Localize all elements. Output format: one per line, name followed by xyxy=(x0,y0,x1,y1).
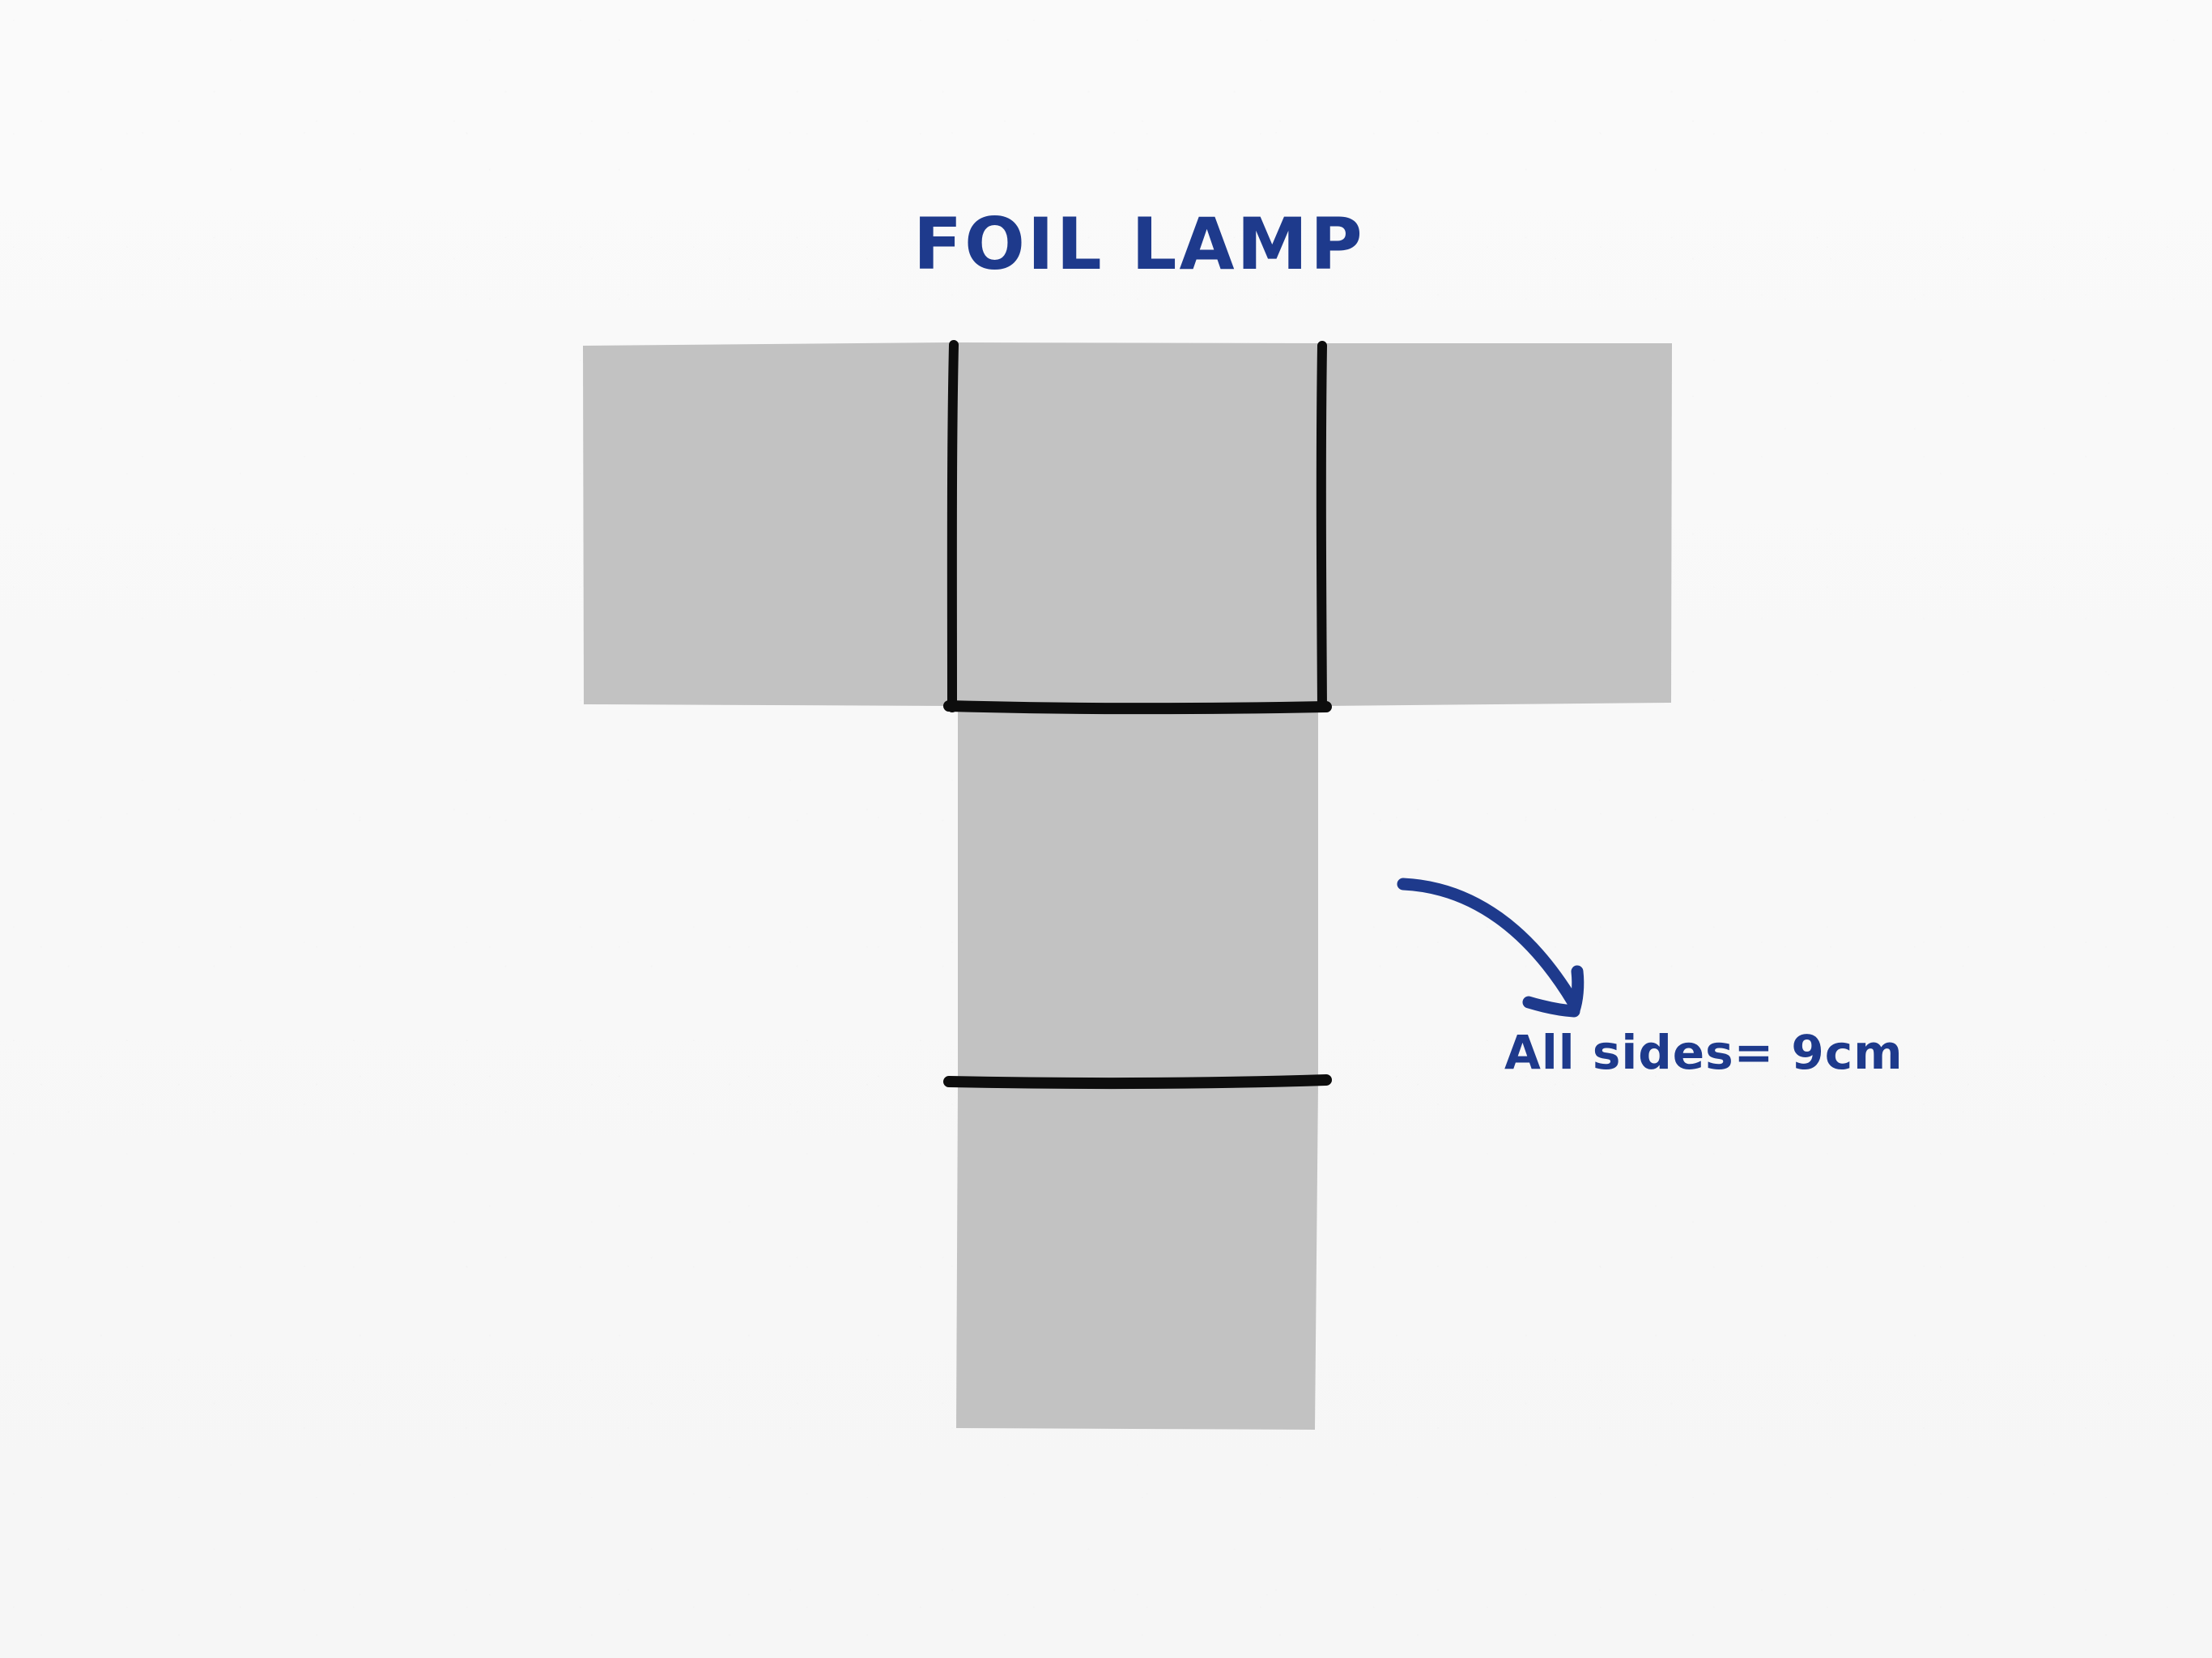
curved-arrow-icon xyxy=(1397,878,1585,1018)
square-middle-lower xyxy=(958,709,1318,1079)
square-top-right xyxy=(1321,343,1672,706)
center-square-left-edge xyxy=(946,340,959,712)
lower-column-fold-line xyxy=(943,1074,1332,1090)
center-square-right-edge xyxy=(1316,341,1327,712)
square-bottom xyxy=(956,1085,1318,1430)
center-square-bottom-edge xyxy=(943,700,1332,715)
measurement-annotation: All sides= 9cm xyxy=(1504,1025,1904,1080)
square-top-center xyxy=(954,342,1321,706)
page-title: FOIL LAMP xyxy=(913,202,1365,286)
square-top-left xyxy=(583,342,954,706)
